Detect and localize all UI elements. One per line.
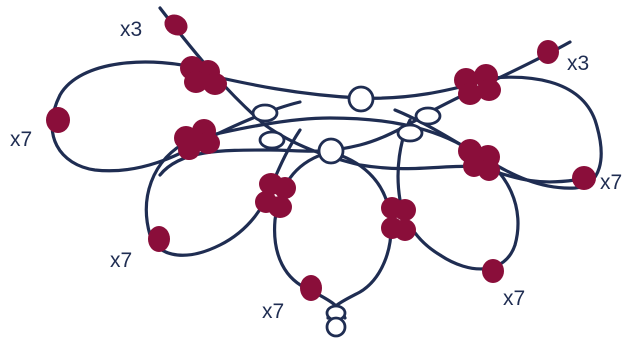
label-right-upper: x7 xyxy=(600,171,622,194)
label-right-lower: x7 xyxy=(503,287,525,310)
cord-loop-lower-right xyxy=(396,118,520,271)
bead-right-lower-loop xyxy=(482,259,504,283)
crossing-ring-right-lower xyxy=(396,123,424,143)
cord-bottom-loop-right xyxy=(326,150,393,320)
bead-cluster-middle-left xyxy=(174,119,220,160)
bead-cluster-lower-right xyxy=(381,197,416,241)
label-top-left: x3 xyxy=(120,18,142,41)
crossing-rings xyxy=(251,103,442,338)
label-top-right: x3 xyxy=(567,52,589,75)
bead-cluster-upper-right xyxy=(454,64,501,105)
bead-left-upper-loop xyxy=(46,107,70,133)
ring-middle-center xyxy=(317,137,345,165)
cord-middle-band xyxy=(188,116,472,152)
large-rings xyxy=(317,85,375,165)
crossing-ring-left-upper xyxy=(251,103,279,123)
cord-upper-band xyxy=(193,70,482,100)
bead-cluster-upper-left xyxy=(180,56,227,95)
label-left-lower: x7 xyxy=(110,249,132,272)
bead-bottom-left xyxy=(300,275,322,301)
label-left-upper: x7 xyxy=(10,128,32,151)
beads xyxy=(46,14,596,301)
cord-loop-upper-left xyxy=(50,60,302,173)
crossing-ring-bottom-lower xyxy=(325,316,347,338)
cord-bottom-loop-left xyxy=(272,150,347,320)
bead-cluster-lower-left xyxy=(255,173,296,218)
bead-left-lower-loop xyxy=(148,226,170,252)
label-bottom-center: x7 xyxy=(262,300,284,323)
count-labels: x3 x3 x7 x7 x7 x7 x7 xyxy=(10,18,622,323)
bead-cluster-middle-right xyxy=(458,139,500,181)
ring-top-center xyxy=(347,85,375,113)
bead-top-left-end xyxy=(164,14,188,36)
crossing-ring-right-upper xyxy=(414,106,442,126)
crossing-ring-left-lower xyxy=(258,130,286,150)
bead-top-right-end xyxy=(537,40,559,64)
bead-right-upper-loop xyxy=(572,166,596,190)
